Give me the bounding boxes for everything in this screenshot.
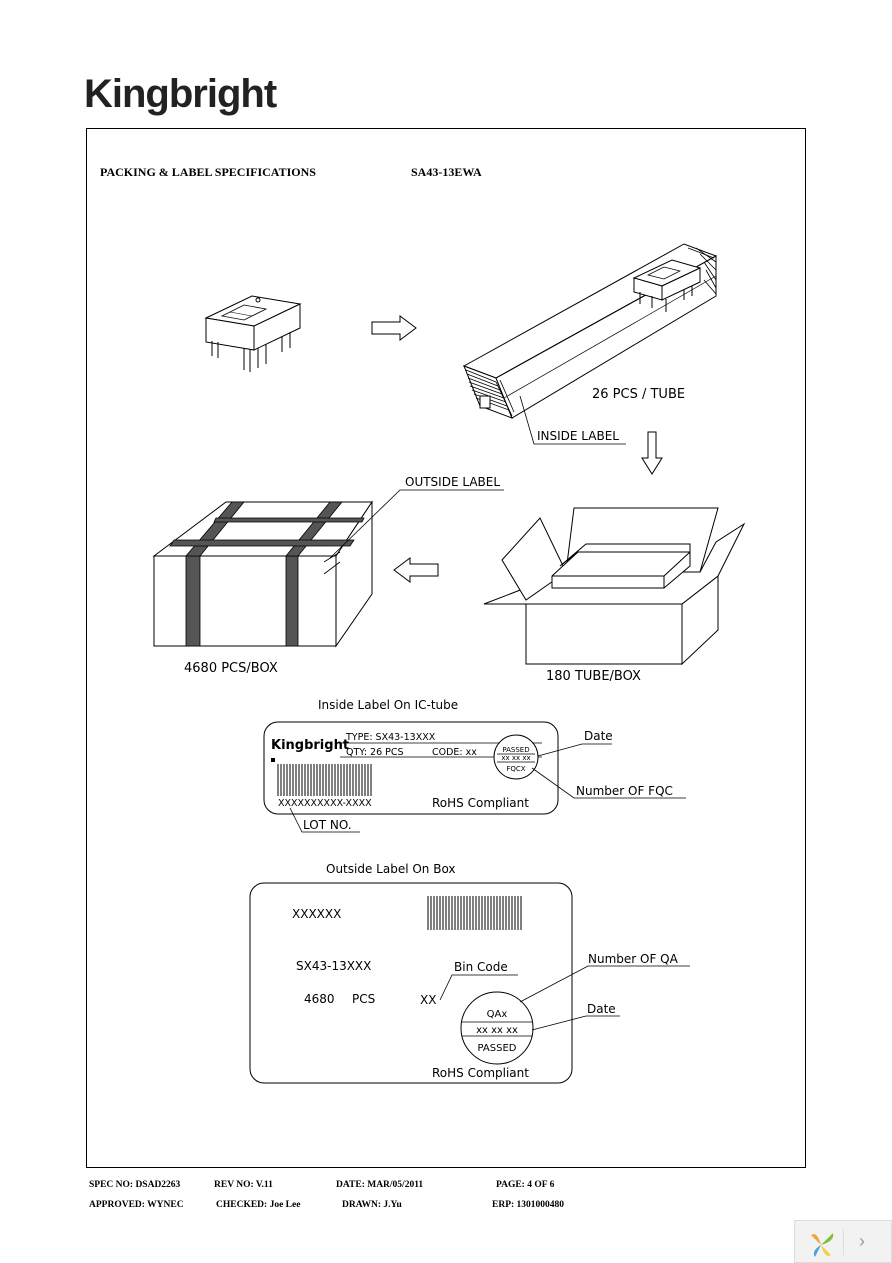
outside-qty: 4680 bbox=[304, 992, 335, 1006]
display-component bbox=[204, 295, 302, 372]
chevron-right-icon[interactable]: › bbox=[859, 1231, 865, 1251]
outside-qa-stamp bbox=[460, 991, 534, 1065]
tube-qty-label: 26 PCS / TUBE bbox=[592, 387, 685, 402]
outside-label-callout: OUTSIDE LABEL bbox=[405, 475, 500, 489]
rev-no: REV NO: V.11 bbox=[214, 1180, 273, 1190]
page-title: PACKING & LABEL SPECIFICATIONS bbox=[100, 165, 316, 179]
outside-barcode bbox=[427, 896, 522, 930]
inside-code: CODE: xx bbox=[432, 747, 477, 758]
inside-label-logo: Kingbright bbox=[271, 738, 349, 753]
part-number: SA43-13EWA bbox=[411, 165, 482, 179]
drawn-by: DRAWN: J.Yu bbox=[342, 1200, 402, 1210]
outside-date-code: xx xx xx bbox=[476, 1025, 518, 1036]
spec-no: SPEC NO: DSAD2263 bbox=[89, 1180, 181, 1190]
shipping-box bbox=[152, 500, 373, 648]
page-number: PAGE: 4 OF 6 bbox=[496, 1180, 555, 1190]
arrow-right-icon bbox=[371, 315, 417, 341]
outside-rohs: RoHS Compliant bbox=[432, 1066, 529, 1080]
viewer-corner-widget: › bbox=[794, 1220, 892, 1263]
box-qty-label: 4680 PCS/BOX bbox=[184, 661, 278, 676]
inside-date-code: xx xx xx bbox=[501, 754, 530, 762]
inside-fqc-stamp bbox=[493, 734, 539, 780]
inside-barcode bbox=[277, 764, 372, 796]
inside-rohs: RoHS Compliant bbox=[432, 796, 529, 810]
tube-box-qty-label: 180 TUBE/BOX bbox=[546, 669, 641, 684]
outside-passed: PASSED bbox=[478, 1043, 517, 1054]
inside-label-callout: INSIDE LABEL bbox=[537, 429, 619, 443]
inside-date-callout: Date bbox=[584, 729, 613, 743]
inside-fqc: FQCX bbox=[506, 765, 525, 773]
outside-date-callout: Date bbox=[587, 1002, 616, 1016]
arrow-down-icon bbox=[641, 431, 663, 475]
outside-part: SX43-13XXX bbox=[296, 959, 371, 973]
outside-bin-value: XX bbox=[420, 993, 436, 1007]
open-carton bbox=[483, 507, 746, 666]
outside-qty-unit: PCS bbox=[352, 992, 375, 1006]
corner-divider bbox=[843, 1229, 844, 1255]
inside-passed: PASSED bbox=[502, 746, 529, 754]
qa-callout: Number OF QA bbox=[588, 952, 679, 966]
outside-label-caption: Outside Label On Box bbox=[326, 862, 456, 876]
approved-by: APPROVED: WYNEC bbox=[89, 1200, 184, 1210]
document-frame bbox=[86, 128, 806, 1168]
inside-type: TYPE: SX43-13XXX bbox=[345, 732, 436, 743]
brand-logo: Kingbright bbox=[84, 72, 277, 116]
inside-qty: QTY: 26 PCS bbox=[346, 747, 404, 758]
ic-tube bbox=[462, 243, 718, 419]
pinwheel-icon[interactable] bbox=[803, 1225, 839, 1261]
doc-date: DATE: MAR/05/2011 bbox=[336, 1180, 424, 1190]
erp-number: ERP: 1301000480 bbox=[492, 1200, 565, 1210]
arrow-left-icon bbox=[393, 557, 439, 583]
inside-fqc-callout: Number OF FQC bbox=[576, 784, 673, 798]
inside-lot-callout: LOT NO. bbox=[303, 818, 352, 832]
inside-lot-value: XXXXXXXXXX-XXXX bbox=[278, 798, 372, 809]
checked-by: CHECKED: Joe Lee bbox=[216, 1200, 301, 1210]
inside-label-caption: Inside Label On IC-tube bbox=[318, 698, 458, 712]
bin-code-callout: Bin Code bbox=[454, 960, 508, 974]
outside-code-field: XXXXXX bbox=[292, 907, 341, 921]
outside-qa: QAx bbox=[487, 1009, 508, 1020]
